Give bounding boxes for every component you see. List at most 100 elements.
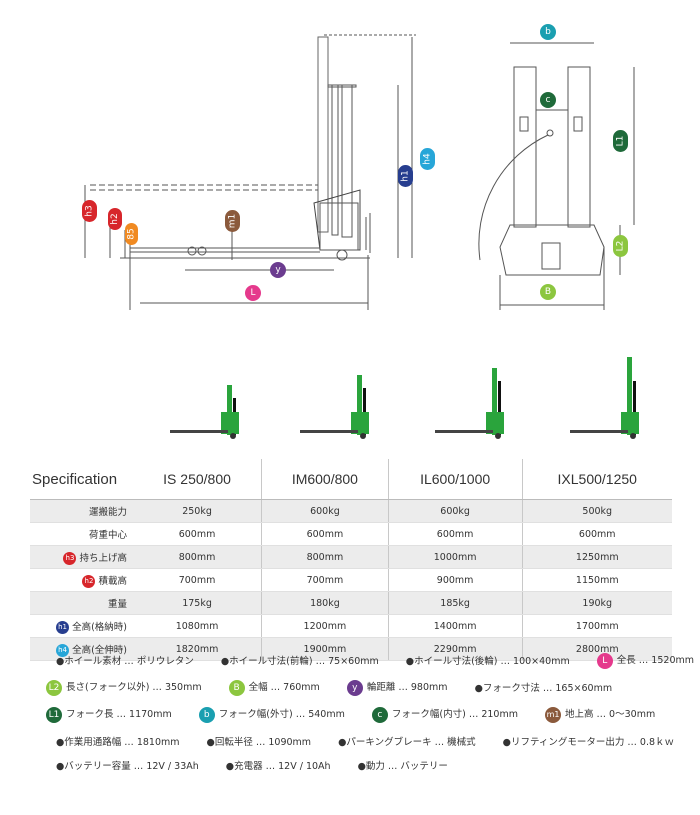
table-cell: 1200mm — [261, 614, 389, 638]
b-note-badge: b — [198, 706, 215, 723]
model-header: IS 250/800 — [133, 459, 262, 500]
L-note-badge: L — [596, 652, 613, 669]
table-cell: 1900mm — [261, 637, 389, 661]
L2-badge: L2 — [613, 235, 628, 257]
note-item: ●回転半径 … 1090mm — [206, 737, 312, 748]
note-item: ●充電器 … 12V / 10Ah — [225, 761, 331, 772]
notes-row: ●作業用通路幅 … 1810mm ●回転半径 … 1090mm ●パーキングブレ… — [56, 734, 674, 748]
note-item: ●バッテリー容量 … 12V / 33Ah — [56, 761, 199, 772]
L1-note-badge: L1 — [46, 706, 62, 723]
table-cell: 1820mm — [133, 637, 262, 661]
side-view-drawing — [84, 34, 416, 310]
table-cell: 600mm — [387, 522, 523, 546]
B-badge: B — [540, 284, 556, 300]
table-cell: 250kg — [133, 499, 262, 523]
table-cell: 185kg — [387, 591, 523, 615]
row-label: 重量 — [30, 591, 133, 615]
top-view-drawing — [478, 42, 635, 310]
h2-row-badge: h2 — [82, 574, 96, 588]
c-note-badge: c — [371, 706, 388, 723]
m1-badge: m1 — [225, 210, 240, 232]
y-note-badge: y — [346, 679, 363, 696]
table-cell: 1250mm — [521, 545, 672, 569]
row-label: 運搬能力 — [30, 499, 133, 523]
m1-note-badge: m1 — [545, 706, 562, 723]
note-item: ●パーキングブレーキ … 機械式 — [338, 737, 476, 748]
table-cell: 600mm — [521, 522, 672, 546]
L2-note-badge: L2 — [46, 679, 62, 696]
h3-row-badge: h3 — [63, 551, 77, 565]
L-badge: L — [245, 285, 261, 301]
specification-table: Specification IS 250/800 IM600/800 IL600… — [30, 459, 672, 661]
note-item: ●リフティングモーター出力 … 0.8ｋｗ — [502, 737, 675, 748]
h2-badge: h2 — [108, 208, 122, 230]
note-item: ●ホイール素材 … ポリウレタン — [56, 656, 194, 668]
table-cell: 2290mm — [387, 637, 523, 661]
model-header: IM600/800 — [261, 459, 389, 500]
model-image-is250 — [170, 385, 239, 439]
row-label: 荷重中心 — [30, 522, 133, 546]
table-cell: 180kg — [261, 591, 389, 615]
table-title: Specification — [30, 459, 133, 500]
note-item: ●フォーク寸法 … 165×60mm — [474, 683, 613, 695]
table-row: 荷重中心 600mm 600mm 600mm 600mm — [30, 522, 672, 546]
note-item: ●ホイール寸法(後輪) … 100×40mm — [405, 656, 570, 668]
table-cell: 600kg — [387, 499, 523, 523]
note-item: ●ホイール寸法(前輪) … 75×60mm — [220, 656, 379, 668]
note-item: ●作業用通路幅 … 1810mm — [56, 737, 180, 748]
table-row: 運搬能力 250kg 600kg 600kg 500kg — [30, 499, 672, 523]
table-cell: 700mm — [261, 568, 389, 592]
table-cell: 700mm — [133, 568, 262, 592]
h4-row-badge: h4 — [56, 643, 70, 657]
table-cell: 500kg — [521, 499, 672, 523]
h4-badge: h4 — [420, 148, 435, 170]
table-cell: 600mm — [133, 522, 262, 546]
y-badge: y — [270, 262, 286, 278]
table-cell: 1400mm — [387, 614, 523, 638]
table-cell: 1700mm — [521, 614, 672, 638]
h3-badge: h3 — [82, 200, 97, 222]
h1-row-badge: h1 — [56, 620, 70, 634]
c-badge: c — [540, 92, 556, 108]
model-header: IXL500/1250 — [521, 459, 672, 500]
model-image-il600 — [435, 368, 504, 439]
table-header-row: Specification IS 250/800 IM600/800 IL600… — [30, 459, 672, 500]
table-cell: 800mm — [133, 545, 262, 569]
table-cell: 1080mm — [133, 614, 262, 638]
table-row: 重量 175kg 180kg 185kg 190kg — [30, 591, 672, 615]
table-cell: 600kg — [261, 499, 389, 523]
eightyfive-badge: 85 — [125, 223, 138, 245]
B-note-badge: B — [228, 679, 245, 696]
table-cell: 190kg — [521, 591, 672, 615]
table-cell: 900mm — [387, 568, 523, 592]
L1-badge: L1 — [613, 130, 628, 152]
table-cell: 175kg — [133, 591, 262, 615]
table-cell: 2800mm — [521, 637, 672, 661]
h1-badge: h1 — [398, 165, 413, 187]
notes-row: ●バッテリー容量 … 12V / 33Ah ●充電器 … 12V / 10Ah … — [56, 758, 472, 772]
model-image-im600 — [300, 375, 369, 439]
table-cell: 800mm — [261, 545, 389, 569]
table-cell: 600mm — [261, 522, 389, 546]
model-image-ixl500 — [570, 357, 639, 439]
note-item: ●動力 … バッテリー — [357, 761, 448, 772]
table-cell: 1000mm — [387, 545, 523, 569]
model-header: IL600/1000 — [387, 459, 523, 500]
